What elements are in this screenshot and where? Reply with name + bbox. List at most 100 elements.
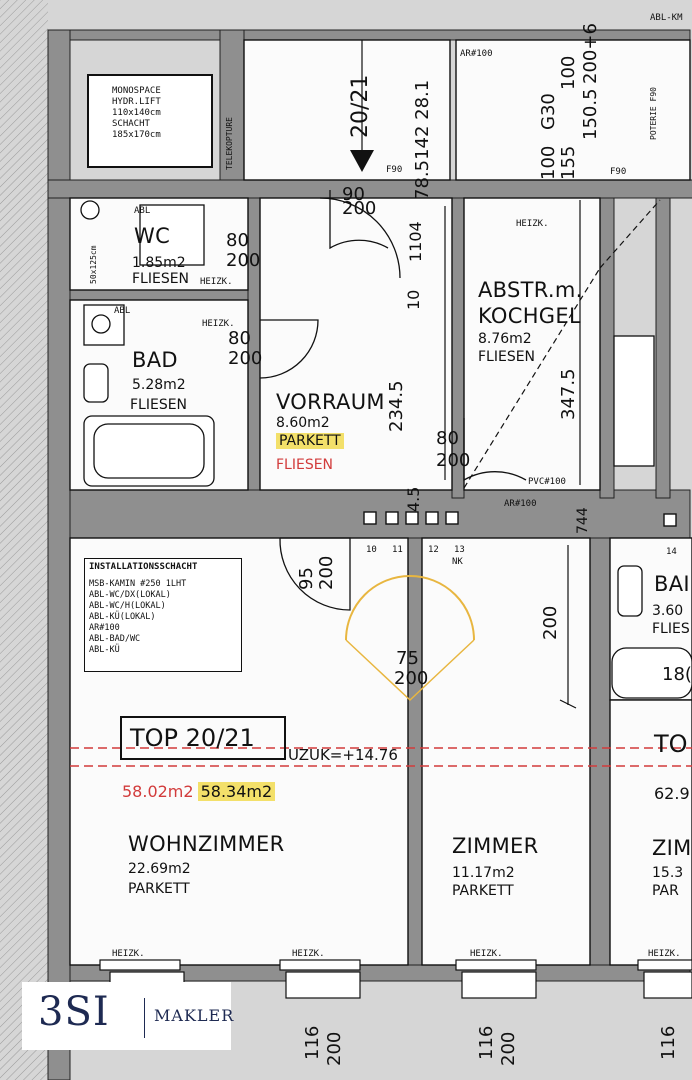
unit-elevation: UZUK=+14.76 bbox=[288, 746, 398, 764]
lift-note: MONOSPACE HYDR.LIFT 110x140cm SCHACHT 18… bbox=[112, 86, 161, 141]
kitchen-diagonal bbox=[463, 267, 601, 489]
zimmer-name: ZIMMER bbox=[452, 834, 539, 858]
f90-label: F90 bbox=[610, 167, 627, 177]
door-swings bbox=[259, 190, 527, 702]
shaft-note-line: AR#100 bbox=[89, 623, 120, 633]
abl-label: ABL bbox=[134, 206, 151, 216]
f90-label: F90 bbox=[386, 165, 403, 175]
installation-shaft-note: INSTALLATIONSSCHACHT MSB-KAMIN #250 1LHT… bbox=[84, 558, 242, 672]
dim-100: 100 bbox=[538, 145, 559, 180]
abl-km-label: ABL-KM bbox=[650, 13, 683, 23]
neighbour-zim-material: PAR bbox=[652, 883, 679, 899]
heizk-label: HEIZK. bbox=[202, 319, 235, 329]
heizk-label: HEIZK. bbox=[648, 949, 681, 959]
wc-material: FLIESEN bbox=[132, 271, 190, 287]
wohn-door-width: 95 bbox=[296, 567, 317, 590]
window-width: 116 bbox=[476, 1025, 497, 1060]
entry-door-height: 200 bbox=[342, 198, 377, 219]
zimmer-length: 200 bbox=[540, 605, 561, 640]
window-height: 200 bbox=[498, 1031, 519, 1066]
neighbour-bad-name: BAI bbox=[654, 572, 690, 596]
makler-logo: 3SI MAKLER bbox=[22, 982, 235, 1050]
wc-door-height: 200 bbox=[226, 250, 261, 271]
tele-label: TELEKOPTURE bbox=[225, 117, 234, 170]
dim-150: 150.5 bbox=[580, 88, 601, 140]
unit-name: TOP 20/21 bbox=[130, 724, 255, 752]
bad-material: FLIESEN bbox=[130, 397, 188, 413]
stair-label: 20/21 bbox=[348, 74, 373, 138]
neighbour-zim-name: ZIM bbox=[652, 836, 692, 860]
entry-door-width: 90 bbox=[342, 184, 365, 205]
shaft-number: 12 bbox=[428, 545, 439, 555]
abstr-door-width: 80 bbox=[436, 428, 459, 449]
unit-area-new: 58.34m2 bbox=[197, 782, 276, 801]
unit-area-old: 58.02m2 bbox=[122, 782, 194, 801]
dim-200: 200+6 bbox=[580, 23, 601, 84]
shaft-note-line: ABL-WC/DX(LOKAL) bbox=[89, 590, 171, 600]
shaft-note-line: ABL-KÜ(LOKAL) bbox=[89, 612, 156, 622]
abstr-area: 8.76m2 bbox=[478, 331, 532, 347]
zimmer-door-height: 200 bbox=[394, 668, 429, 689]
neighbour-top-area: 62.9 bbox=[654, 784, 690, 803]
shaft-number: 14 bbox=[666, 547, 677, 557]
pvc-label: PVC#100 bbox=[528, 477, 566, 487]
shaft-note-line: ABL-BAD/WC bbox=[89, 634, 141, 644]
heizk-label: HEIZK. bbox=[470, 949, 503, 959]
lift-note-line: 185x170cm bbox=[112, 130, 161, 140]
shaft-number: 11 bbox=[392, 545, 403, 555]
shaft-note-lines: MSB-KAMIN #250 1LHT ABL-WC/DX(LOKAL) ABL… bbox=[89, 579, 186, 656]
lift-note-line: 110x140cm bbox=[112, 108, 161, 118]
zimmer-door-width: 75 bbox=[396, 648, 419, 669]
bad-name: BAD bbox=[132, 348, 178, 372]
vorraum-material-fliesen: FLIESEN bbox=[276, 457, 334, 473]
abstr-material: FLIESEN bbox=[478, 349, 536, 365]
vertical-dimension-top: 78.5142 28.1 bbox=[412, 79, 433, 200]
lift-note-line: SCHACHT bbox=[112, 119, 150, 129]
neighbour-bath-dim: 18( bbox=[662, 664, 692, 685]
poterie-label: POTERIE F90 bbox=[649, 87, 658, 140]
wc-area: 1.85m2 bbox=[132, 255, 186, 271]
window-height: 200 bbox=[324, 1031, 345, 1066]
vertical-dimension-45: 4.5 bbox=[404, 486, 423, 512]
wc-name: WC bbox=[134, 224, 171, 248]
lift-shaft bbox=[87, 74, 213, 168]
abl-label: ABL bbox=[114, 306, 131, 316]
unit-name-box: TOP 20/21 bbox=[120, 716, 286, 760]
neighbour-bad-material: FLIES bbox=[652, 621, 690, 637]
wc-door-width: 80 bbox=[226, 230, 249, 251]
wohnzimmer-material: PARKETT bbox=[128, 881, 190, 897]
shaft-boxes bbox=[363, 511, 677, 527]
sanitary-fixtures bbox=[80, 200, 692, 699]
abstr-name-1: ABSTR.m. bbox=[478, 278, 583, 302]
logo-mark: 3SI bbox=[38, 989, 110, 1035]
neighbour-bad-area: 3.60 bbox=[652, 603, 684, 619]
wohnzimmer-area: 22.69m2 bbox=[128, 861, 191, 877]
abstr-length: 347.5 bbox=[558, 368, 579, 420]
nk-label: NK bbox=[452, 557, 463, 567]
vertical-dimension-744: 744 bbox=[575, 507, 591, 534]
window-width: 116 bbox=[302, 1025, 323, 1060]
vorraum-length: 234.5 bbox=[386, 380, 407, 432]
dimension-lines bbox=[70, 200, 692, 767]
logo-text: MAKLER bbox=[154, 1006, 235, 1025]
dim-100b: 100 bbox=[558, 55, 579, 90]
dim-155: 155 bbox=[558, 145, 579, 180]
heizk-label: HEIZK. bbox=[516, 219, 549, 229]
heizk-label: HEIZK. bbox=[200, 277, 233, 287]
lift-note-line: MONOSPACE bbox=[112, 86, 161, 96]
neighbour-top-label: TO bbox=[654, 730, 688, 758]
vertical-dimension-mid: 1104 bbox=[406, 221, 425, 262]
ar-label: AR#100 bbox=[460, 49, 493, 59]
dim-g30: G30 bbox=[538, 93, 559, 130]
shaft-note-line: ABL-WC/H(LOKAL) bbox=[89, 601, 166, 611]
lift-note-line: HYDR.LIFT bbox=[112, 97, 161, 107]
vorraum-name: VORRAUM bbox=[276, 390, 385, 414]
wohn-door-height: 200 bbox=[316, 555, 337, 590]
vertical-dimension-10: 10 bbox=[404, 289, 423, 310]
ar-label: AR#100 bbox=[504, 499, 537, 509]
bad-area: 5.28m2 bbox=[132, 377, 186, 393]
neighbour-zim-area: 15.3 bbox=[652, 865, 684, 881]
window-width: 116 bbox=[658, 1025, 679, 1060]
logo-divider bbox=[144, 998, 145, 1038]
shaft-note-line: ABL-KÜ bbox=[89, 645, 120, 655]
